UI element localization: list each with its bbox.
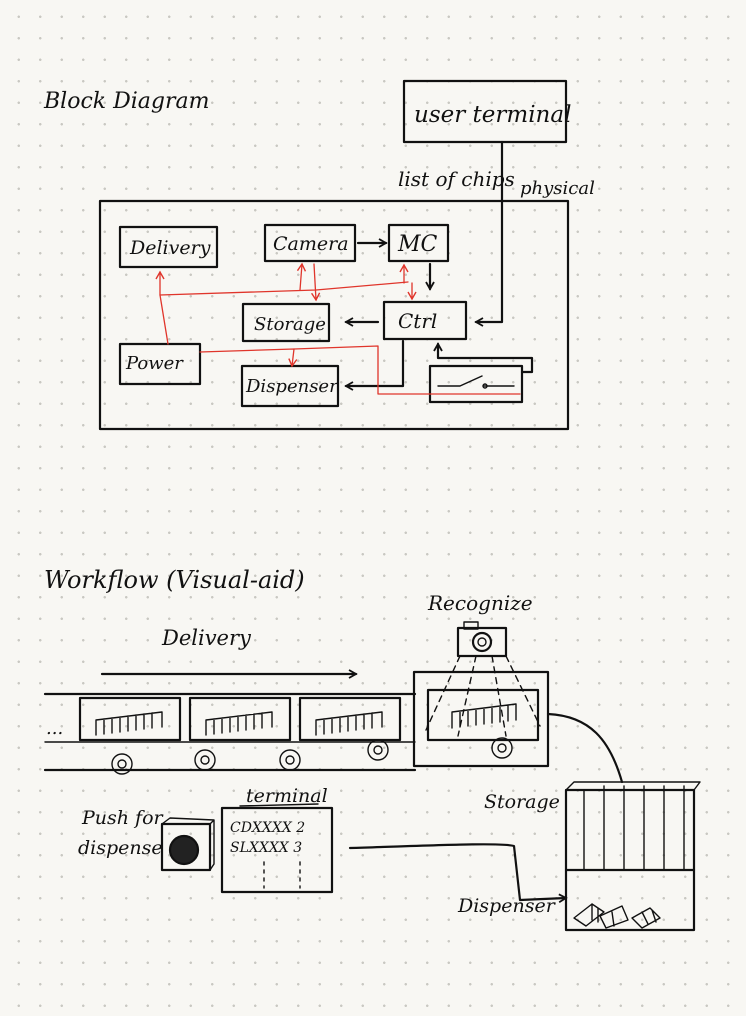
tray-1 bbox=[78, 696, 182, 742]
terminal-row-1: CDXXXX 2 bbox=[230, 820, 305, 836]
tray-2 bbox=[188, 696, 292, 742]
terminal-underline bbox=[239, 803, 319, 807]
dispenser-label: Dispenser bbox=[457, 895, 557, 917]
dispenser-block-label: Dispenser bbox=[245, 376, 339, 397]
delivery-block-label: Delivery bbox=[129, 237, 211, 259]
camera-block bbox=[263, 223, 357, 263]
power-to-dispenser-red bbox=[199, 348, 298, 368]
roller-4 bbox=[367, 739, 389, 761]
mc-block bbox=[387, 223, 450, 263]
roller-2 bbox=[194, 749, 216, 771]
physical-label: physical bbox=[520, 178, 595, 199]
power-block bbox=[118, 342, 202, 386]
power-bus-red bbox=[159, 281, 409, 345]
recognition-chip bbox=[451, 703, 517, 729]
workflow-title: Workflow (Visual-aid) bbox=[44, 566, 305, 594]
dispensed-chips bbox=[573, 903, 661, 929]
recognition-tray bbox=[426, 688, 540, 742]
power-block-label: Power bbox=[125, 353, 184, 374]
ctrl-block bbox=[382, 300, 468, 341]
storage-columns bbox=[565, 781, 701, 871]
tray-3 bbox=[298, 696, 402, 742]
user-terminal-label: user terminal bbox=[414, 102, 571, 128]
dispense-button[interactable] bbox=[160, 817, 215, 872]
storage-unit bbox=[564, 788, 696, 932]
push-for-label: Push for bbox=[81, 807, 165, 829]
mc-block-label: MC bbox=[397, 232, 438, 257]
ctrl-block-label: Ctrl bbox=[398, 309, 437, 333]
terminal-row-2: SLXXXX 3 bbox=[230, 840, 302, 856]
switch-contact bbox=[482, 383, 488, 389]
conveyor-ellipsis: ... bbox=[46, 718, 63, 739]
workflow-delivery-label: Delivery bbox=[161, 626, 252, 650]
dispense-label: dispense bbox=[78, 837, 163, 859]
recognition-roller bbox=[491, 737, 513, 759]
recognition-station bbox=[412, 670, 550, 768]
power-to-camera-red bbox=[296, 262, 307, 291]
terminal-label: terminal bbox=[246, 785, 328, 807]
ctrl-to-dispenser-arrow bbox=[344, 339, 405, 391]
power-to-switch-red bbox=[293, 345, 521, 395]
roller-1 bbox=[111, 753, 133, 775]
switch-symbol bbox=[437, 375, 515, 387]
storage-label: Storage bbox=[484, 791, 560, 813]
delivery-block bbox=[118, 225, 219, 269]
terminal-more-rows bbox=[263, 861, 301, 889]
storage-block bbox=[241, 302, 331, 343]
recognize-label: Recognize bbox=[427, 591, 533, 615]
storage-block-label: Storage bbox=[254, 314, 326, 335]
power-to-storage-red bbox=[311, 263, 321, 302]
roller-3 bbox=[279, 749, 301, 771]
list-of-chips-label: list of chips bbox=[398, 167, 515, 191]
switch-to-ctrl-arrow bbox=[433, 342, 534, 374]
switch-block bbox=[428, 364, 524, 404]
camera-view-cone bbox=[425, 655, 541, 737]
system-boundary-box bbox=[98, 199, 570, 431]
user-terminal-box bbox=[402, 79, 568, 144]
terminal-box bbox=[220, 806, 334, 894]
camera-block-label: Camera bbox=[273, 233, 349, 255]
conveyor-to-storage-curve bbox=[546, 712, 624, 784]
block-diagram-title: Block Diagram bbox=[43, 89, 209, 114]
terminal-to-dispenser-arrow bbox=[348, 843, 568, 904]
terminal-to-ctrl-arrow bbox=[474, 140, 504, 327]
camera-icon bbox=[456, 621, 508, 658]
